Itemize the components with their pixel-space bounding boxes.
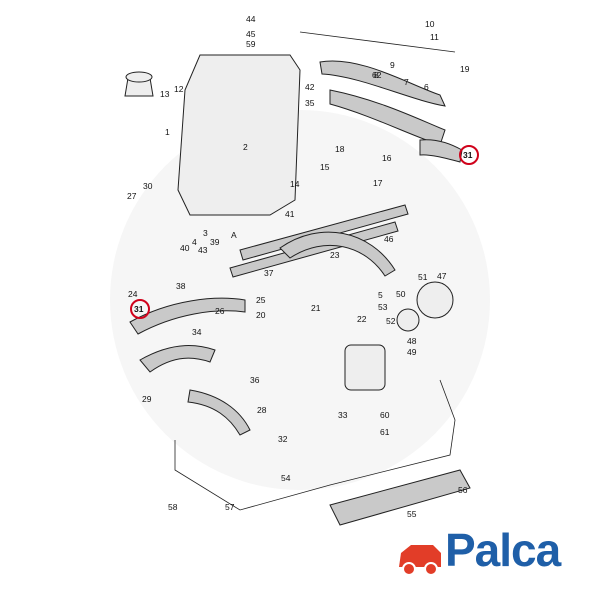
label-60: 60 <box>380 410 390 420</box>
label-12: 12 <box>174 84 184 94</box>
label-59: 59 <box>246 39 256 49</box>
tank-cap-top <box>125 71 153 83</box>
label-22: 22 <box>357 314 367 324</box>
label-44: 44 <box>246 14 256 24</box>
label-6: 6 <box>424 82 429 92</box>
callout-labels: 44 45 59 10 11 12 13 19 1 2 3 4 5 6 7 8 … <box>127 14 470 519</box>
highlight-31-left: 31 <box>130 299 150 319</box>
label-A: A <box>231 230 237 240</box>
hose-28 <box>187 389 251 436</box>
oil-tank <box>177 54 301 216</box>
palca-logo <box>399 545 441 576</box>
label-17: 17 <box>373 178 383 188</box>
label-61: 61 <box>380 427 390 437</box>
label-10: 10 <box>425 19 435 29</box>
label-62: 62 <box>372 70 382 80</box>
cooler-55 <box>329 469 471 526</box>
label-23: 23 <box>330 250 340 260</box>
dipstick-rod <box>299 31 456 53</box>
label-51: 51 <box>418 272 428 282</box>
thermostat-housing <box>416 281 454 319</box>
label-32: 32 <box>278 434 288 444</box>
upper-hose-a <box>319 60 446 107</box>
gasket-52 <box>396 308 420 332</box>
label-14: 14 <box>290 179 300 189</box>
car-icon <box>399 545 441 567</box>
label-9: 9 <box>390 60 395 70</box>
label-31-left: 31 <box>134 304 144 314</box>
tube-46 <box>279 231 396 277</box>
hose-left-31 <box>129 297 246 335</box>
label-19: 19 <box>460 64 470 74</box>
label-50: 50 <box>396 289 406 299</box>
oil-filter <box>344 344 386 391</box>
label-47: 47 <box>437 271 447 281</box>
label-28: 28 <box>257 405 267 415</box>
label-16: 16 <box>382 153 392 163</box>
label-41: 41 <box>285 209 295 219</box>
label-39: 39 <box>210 237 220 247</box>
label-49: 49 <box>407 347 417 357</box>
label-55: 55 <box>407 509 417 519</box>
label-48: 48 <box>407 336 417 346</box>
label-38: 38 <box>176 281 186 291</box>
label-2: 2 <box>243 142 248 152</box>
upper-hose-b <box>329 89 446 146</box>
label-58: 58 <box>168 502 178 512</box>
label-7: 7 <box>404 77 409 87</box>
label-37: 37 <box>264 268 274 278</box>
label-30: 30 <box>143 181 153 191</box>
label-40: 40 <box>180 243 190 253</box>
highlight-31-right: 31 <box>459 145 479 165</box>
label-1: 1 <box>165 127 170 137</box>
label-8: 8 <box>374 70 379 80</box>
label-11: 11 <box>430 32 439 42</box>
label-57: 57 <box>225 502 235 512</box>
label-46: 46 <box>384 234 394 244</box>
label-45: 45 <box>246 29 256 39</box>
label-36: 36 <box>250 375 260 385</box>
label-13: 13 <box>160 89 170 99</box>
label-25: 25 <box>256 295 266 305</box>
brand-name: Palca <box>445 524 561 576</box>
label-42: 42 <box>305 82 315 92</box>
label-29: 29 <box>142 394 152 404</box>
label-54: 54 <box>281 473 291 483</box>
label-26: 26 <box>215 306 225 316</box>
label-5: 5 <box>378 290 383 300</box>
label-43: 43 <box>198 245 208 255</box>
label-34: 34 <box>192 327 202 337</box>
upper-hose-c <box>419 139 463 163</box>
label-52: 52 <box>386 316 396 326</box>
label-20: 20 <box>256 310 266 320</box>
label-15: 15 <box>320 162 330 172</box>
label-33: 33 <box>338 410 348 420</box>
label-4: 4 <box>192 237 197 247</box>
label-18: 18 <box>335 144 345 154</box>
label-35: 35 <box>305 98 315 108</box>
return-pipe-54 <box>174 379 456 511</box>
label-27: 27 <box>127 191 137 201</box>
label-56: 56 <box>458 485 468 495</box>
label-3: 3 <box>203 228 208 238</box>
label-21: 21 <box>311 303 321 313</box>
hose-29 <box>139 345 216 373</box>
label-53: 53 <box>378 302 388 312</box>
label-31-right: 31 <box>463 150 473 160</box>
label-24: 24 <box>128 289 138 299</box>
